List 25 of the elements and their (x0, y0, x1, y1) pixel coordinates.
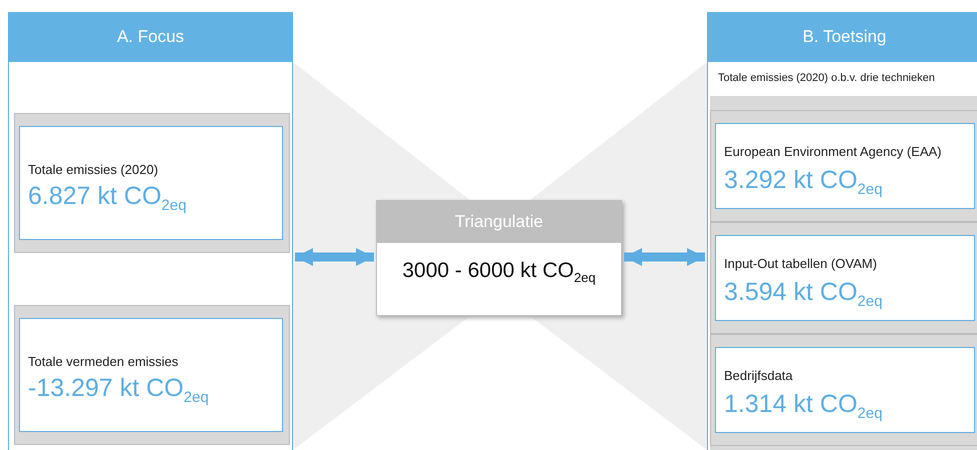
metric-value: -13.297 kt CO$_{2eq}$ (28, 374, 209, 406)
metric-value: 1.314 kt CO$_{2eq}$ (724, 390, 882, 422)
card-header: Triangulatie (377, 201, 621, 243)
panel (707, 12, 977, 450)
metric-frame (710, 334, 977, 446)
metric-label: Input-Out tabellen (OVAM) (724, 256, 877, 271)
range-value: 3000 - 6000 kt CO$_{2eq}$ (401, 259, 597, 286)
metric-value: 6.827 kt CO$_{2eq}$ (28, 182, 186, 214)
metric-value: 3.594 kt CO$_{2eq}$ (724, 278, 882, 310)
panel (8, 12, 293, 450)
metric-label: Totale vermeden emissies (28, 354, 178, 369)
metric-value: 3.292 kt CO$_{2eq}$ (724, 166, 882, 198)
metric-frame (14, 305, 290, 445)
panel-header: B. Toetsing (708, 12, 977, 62)
metric-label: Totale emissies (2020) (28, 162, 158, 177)
metric-frame (710, 110, 977, 222)
double-arrow (295, 248, 374, 266)
result-card (376, 200, 622, 316)
metric-frame (710, 222, 977, 334)
double-arrow (624, 248, 705, 266)
panel-header: A. Focus (9, 12, 292, 62)
panel-subtitle: Totale emissies (2020) o.b.v. drie technieken (718, 72, 935, 84)
metric-label: European Environment Agency (EAA) (724, 144, 942, 159)
metric-frame (14, 113, 290, 253)
metric-label: Bedrijfsdata (724, 368, 793, 383)
